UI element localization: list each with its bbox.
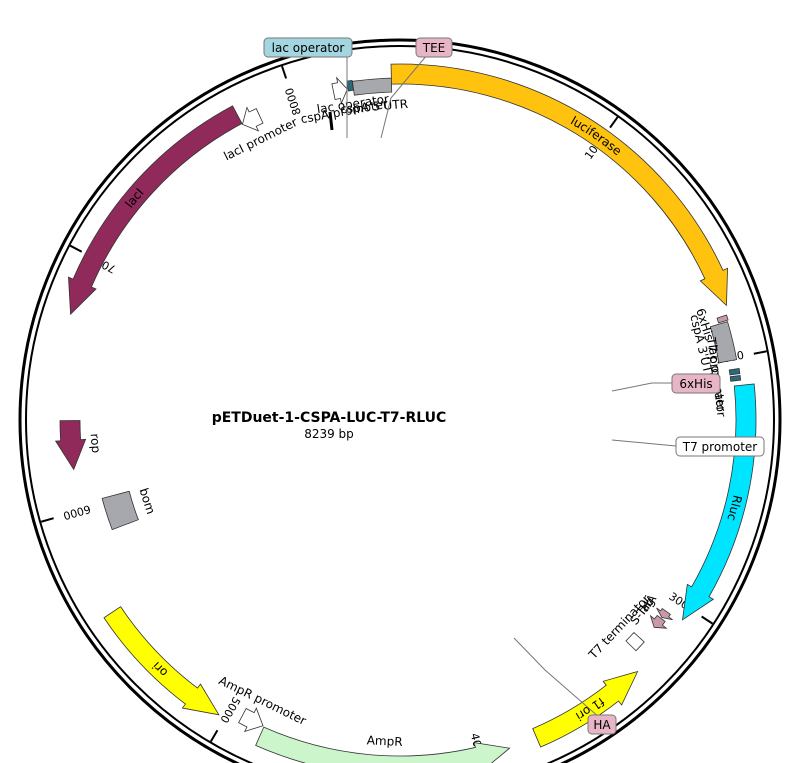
feature-ampr-promoter <box>238 707 264 733</box>
feature-ampr <box>255 726 511 763</box>
feature-label-rluc: Rluc <box>725 494 745 523</box>
t7-promoter-callout-line <box>611 439 677 447</box>
tick-label: 6000 <box>62 502 92 522</box>
tick-mark <box>69 244 83 253</box>
callout-text: 6xHis <box>679 377 712 391</box>
feature-label-rop: rop <box>88 433 103 454</box>
feature-cspA-promoter <box>331 76 348 105</box>
callout-box <box>263 37 353 58</box>
callout-text: TEE <box>422 41 446 55</box>
feature-lac-operator-2 <box>729 374 742 382</box>
tick-mark <box>701 615 714 625</box>
feature-6xhis <box>716 314 729 324</box>
feature-lacI-promoter <box>241 106 264 132</box>
feature-luciferase <box>390 63 728 307</box>
tick-mark <box>209 729 219 742</box>
plasmid-name: pETDuet-1-CSPA-LUC-T7-RLUC <box>212 410 447 426</box>
callout-ha: HA <box>587 714 617 735</box>
feature-label-ampr: AmpR <box>366 733 402 749</box>
feature-label-bom: bom <box>136 486 157 516</box>
backbone-outer <box>18 38 782 763</box>
callout-box <box>671 373 721 394</box>
callout-box <box>415 37 453 58</box>
6xhis-callout-line <box>611 382 672 392</box>
callout-box <box>587 714 617 735</box>
tick-label: 5000 <box>217 694 242 725</box>
backbone-inner <box>25 45 775 763</box>
feature-f1-ori <box>532 670 639 748</box>
tee-callout-line <box>380 54 428 139</box>
lac-operator-callout-line <box>345 54 348 138</box>
callout-text: lac operator <box>272 41 345 55</box>
plasmid-size: 8239 bp <box>304 427 354 441</box>
callout-lines <box>345 54 677 719</box>
feature-ha <box>656 607 673 621</box>
feature-lacI <box>68 105 243 316</box>
callout-6xhis: 6xHis <box>671 373 721 394</box>
tick-mark <box>281 65 288 79</box>
callout-lac-operator: lac operator <box>263 37 353 58</box>
callout-text: T7 promoter <box>682 440 758 454</box>
ha-callout-line <box>513 637 601 719</box>
tick-mark <box>40 517 54 523</box>
feature-t7-terminator <box>625 631 645 652</box>
tick-mark <box>753 350 767 355</box>
feature-rluc <box>681 383 757 621</box>
feature-bom <box>101 490 139 531</box>
callout-text: HA <box>593 718 611 732</box>
origin-marker <box>328 111 334 131</box>
callout-t7-promoter: T7 promoter <box>675 436 765 457</box>
callout-box <box>675 436 765 457</box>
callout-tee: TEE <box>415 37 453 58</box>
feature-label-t7-terminator: T7 terminator <box>585 592 653 662</box>
feature-t7-promoter <box>728 367 741 376</box>
tick-mark <box>609 116 619 129</box>
feature-cspA-3utr <box>709 321 738 364</box>
feature-ori <box>103 606 220 716</box>
feature-label-cspA-5utr: cspA 5'UTR <box>340 97 409 117</box>
feature-cspA-5utr <box>351 77 393 96</box>
feature-rop <box>54 420 87 471</box>
feature-s-tag <box>649 614 668 629</box>
